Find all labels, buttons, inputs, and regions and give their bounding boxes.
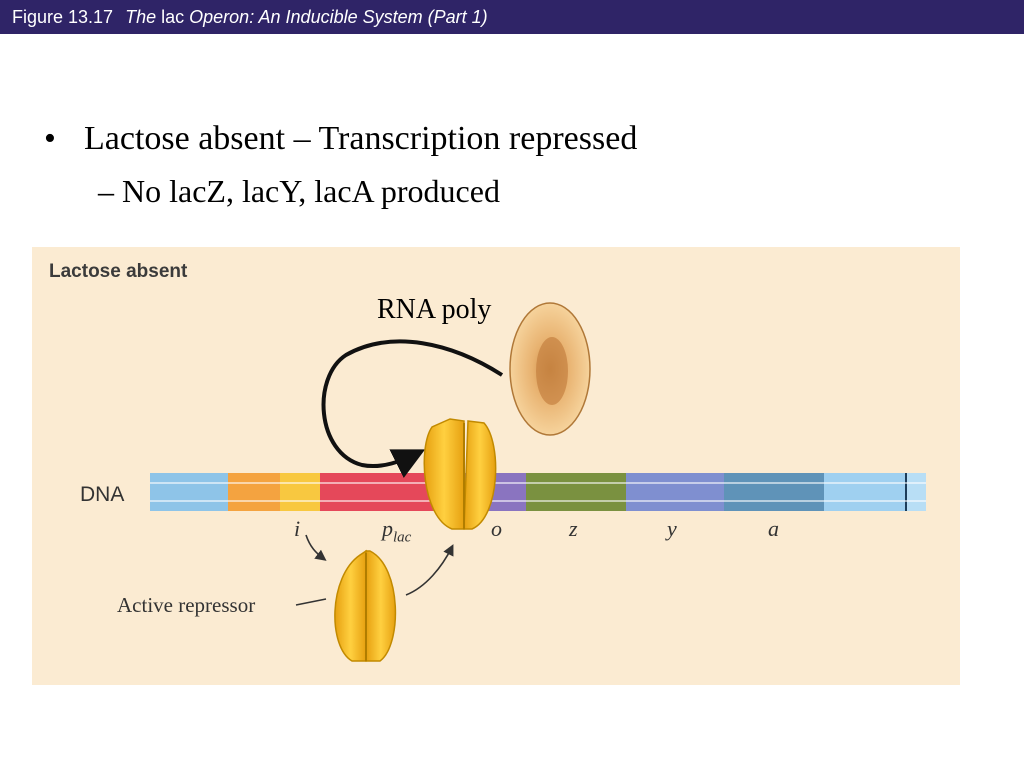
blocked-arrow-icon	[321, 339, 504, 479]
bullet-mark: •	[44, 120, 56, 157]
gene-label-z: z	[569, 516, 578, 541]
active-repressor-label: Active repressor	[117, 593, 256, 617]
gene-z-segment	[526, 473, 626, 511]
dna-segment-end	[906, 473, 926, 511]
operon-figure: Lactose absent RNA poly DNA i plac o z y…	[32, 247, 960, 685]
gene-y-segment	[626, 473, 724, 511]
title-lac: lac	[161, 7, 185, 27]
figure-number: Figure 13.17	[12, 7, 114, 27]
dna-segment-left	[150, 473, 228, 511]
gene-i-segment	[228, 473, 280, 511]
gene-label-p: p	[382, 516, 393, 541]
gene-a-segment	[724, 473, 824, 511]
rna-polymerase-icon	[509, 302, 591, 436]
title-part2: Operon: An Inducible System (Part 1)	[189, 7, 488, 27]
gene-label-plac: plac	[382, 516, 411, 546]
repressor-free-icon	[334, 549, 397, 662]
repressor-label-line	[295, 598, 327, 606]
operon-diagram	[150, 302, 926, 662]
bullet-sub: – No lacZ, lacY, lacA produced	[98, 173, 500, 209]
gene-label-i: i	[294, 516, 301, 541]
dna-label: DNA	[80, 483, 125, 506]
gene-label-y: y	[667, 516, 677, 541]
rna-polymerase-label: RNA poly	[377, 294, 492, 325]
dna-segment-right	[824, 473, 906, 511]
dna-strand	[150, 473, 926, 511]
gene-label-o: o	[491, 516, 502, 541]
gene-label-p-sub: lac	[393, 529, 412, 546]
figure-heading: Lactose absent	[49, 261, 188, 282]
title-bar: Figure 13.17 The lac Operon: An Inducible…	[0, 0, 1024, 34]
gene-i-arrow-icon	[305, 534, 327, 561]
bullet-main-text: Lactose absent – Transcription repressed	[84, 120, 638, 157]
repressor-binding-arrow-icon	[405, 544, 454, 596]
bullet-main: • Lactose absent – Transcription represse…	[44, 120, 637, 158]
gene-label-a: a	[768, 516, 779, 541]
gene-i-segment-2	[280, 473, 320, 511]
repressor-bound-icon	[423, 418, 497, 530]
title-part1: The	[125, 7, 157, 27]
